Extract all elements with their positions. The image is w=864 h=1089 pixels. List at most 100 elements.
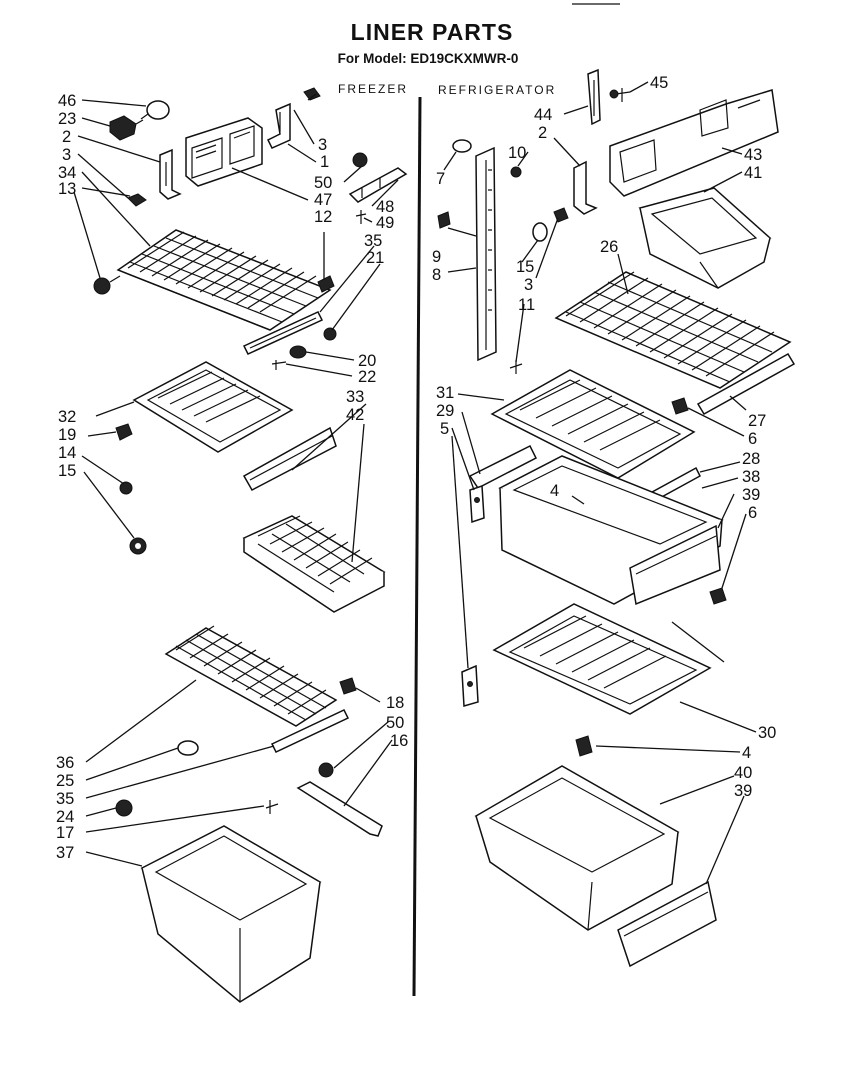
freezer-section-label: FREEZER xyxy=(338,82,408,96)
callout-47: 47 xyxy=(314,191,332,209)
shelf-trim-part-35-lower xyxy=(270,709,350,753)
callout-36: 36 xyxy=(56,754,74,772)
screw-part-17 xyxy=(265,800,279,814)
ice-cube-tray-part-42 xyxy=(242,515,386,613)
control-housing-part-47 xyxy=(185,117,263,187)
bracket-part-9 xyxy=(437,211,451,229)
callout-3-freezer: 3 xyxy=(62,146,71,164)
callout-13: 13 xyxy=(58,180,76,198)
drawer-cover-part-39-upper xyxy=(629,524,721,606)
callout-6-lower: 6 xyxy=(748,504,757,522)
callout-2-ref: 2 xyxy=(538,124,547,142)
callout-39-upper: 39 xyxy=(742,486,760,504)
callout-35-upper: 35 xyxy=(364,232,382,250)
refrigerator-callouts: 45 44 2 10 7 43 41 9 8 15 3 11 26 31 29 … xyxy=(432,74,776,800)
shelf-support-part-12 xyxy=(317,275,335,293)
shelf-support-part-18 xyxy=(339,677,357,695)
drawer-cover-part-39-lower xyxy=(617,880,717,968)
callout-12: 12 xyxy=(314,208,332,226)
shelf-trim-part-29 xyxy=(468,444,538,489)
callout-18: 18 xyxy=(386,694,404,712)
callout-20: 20 xyxy=(358,352,376,370)
freezer-shelf-part-32 xyxy=(132,361,294,453)
drawer-bracket-part-5-lower xyxy=(461,664,479,707)
shelf-support-part-13 xyxy=(93,275,121,295)
roller-part-25 xyxy=(177,740,199,756)
clip-part-3-ref xyxy=(553,207,569,223)
drawer-slide-part-4-lower xyxy=(575,735,593,757)
callout-21: 21 xyxy=(366,249,384,267)
section-divider xyxy=(412,96,422,997)
callout-49: 49 xyxy=(376,214,394,232)
callout-4-lower: 4 xyxy=(742,744,751,762)
shelf-support-part-6-lower xyxy=(709,587,727,605)
callout-38: 38 xyxy=(742,468,760,486)
refrigerator-leader-lines xyxy=(443,81,757,885)
callout-44: 44 xyxy=(534,106,552,124)
clip-part-3-top xyxy=(303,87,321,101)
callout-7: 7 xyxy=(436,170,445,188)
freezer-callouts: 46 23 2 3 34 13 3 1 50 47 48 49 12 35 21… xyxy=(56,92,408,862)
screw-part-11 xyxy=(509,360,523,374)
callout-22: 22 xyxy=(358,368,376,386)
callout-37: 37 xyxy=(56,844,74,862)
callout-6-upper: 6 xyxy=(748,430,757,448)
callout-45: 45 xyxy=(650,74,668,92)
callout-33: 33 xyxy=(346,388,364,406)
callout-41: 41 xyxy=(744,164,762,182)
callout-32: 32 xyxy=(58,408,76,426)
callout-34: 34 xyxy=(58,164,76,182)
freezer-wire-shelf-part-34 xyxy=(116,229,332,331)
leader-6-to-30 xyxy=(671,621,725,663)
screw-part-45 xyxy=(609,88,631,102)
callout-14: 14 xyxy=(58,444,76,462)
screw-part-10 xyxy=(510,166,522,178)
callout-27: 27 xyxy=(748,412,766,430)
callout-31: 31 xyxy=(436,384,454,402)
cam-part-14 xyxy=(119,481,133,495)
callout-50-upper: 50 xyxy=(314,174,332,192)
callout-16: 16 xyxy=(390,732,408,750)
damper-bracket-part-1 xyxy=(266,102,291,149)
bracket-part-44 xyxy=(587,68,601,126)
callout-43: 43 xyxy=(744,146,762,164)
callout-39-lower: 39 xyxy=(734,782,752,800)
cap-part-20 xyxy=(289,345,307,359)
callout-15-ref: 15 xyxy=(516,258,534,276)
control-housing-part-43 xyxy=(609,89,779,197)
callout-29: 29 xyxy=(436,402,454,420)
refrigerator-section-label: REFRIGERATOR xyxy=(438,83,556,97)
callout-1: 1 xyxy=(320,153,329,171)
lower-freezer-wire-shelf-part-36 xyxy=(164,625,338,727)
screw-part-22 xyxy=(271,360,287,370)
callout-15-freezer: 15 xyxy=(58,462,76,480)
callout-19: 19 xyxy=(58,426,76,444)
clip-part-3 xyxy=(127,193,147,207)
shelf-trim-part-27 xyxy=(696,352,796,416)
callout-26: 26 xyxy=(600,238,618,256)
callout-40: 40 xyxy=(734,764,752,782)
callout-11: 11 xyxy=(518,296,535,314)
callout-42: 42 xyxy=(346,406,364,424)
shelf-bracket-part-2 xyxy=(159,148,182,200)
callout-48: 48 xyxy=(376,198,394,216)
callout-5: 5 xyxy=(440,420,449,438)
callout-25: 25 xyxy=(56,772,74,790)
callout-24: 24 xyxy=(56,808,74,826)
light-socket-part-23 xyxy=(109,115,144,141)
shelf-trim-part-33 xyxy=(242,426,337,491)
shelf-bracket-part-2-ref xyxy=(573,160,598,215)
callout-46: 46 xyxy=(58,92,76,110)
knob-part-50-upper xyxy=(352,152,368,168)
model-label: For Model: ED19CKXMWR-0 xyxy=(338,51,519,66)
shelf-trim-part-35 xyxy=(242,311,324,355)
crisper-drawer-part-40 xyxy=(474,765,680,931)
shelf-support-part-19 xyxy=(115,423,133,441)
callout-8: 8 xyxy=(432,266,441,284)
knob-part-50-lower xyxy=(318,762,334,778)
callout-17: 17 xyxy=(56,824,74,842)
callout-3-top: 3 xyxy=(318,136,327,154)
glass-shelf-part-31 xyxy=(490,369,696,479)
callout-30: 30 xyxy=(758,724,776,742)
